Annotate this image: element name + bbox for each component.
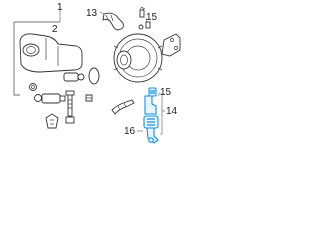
reservoir-cap xyxy=(22,43,40,57)
callout-2: 2 xyxy=(52,24,58,35)
booster-shell xyxy=(113,33,163,83)
vacuum-hose-line xyxy=(111,99,135,115)
small-parts-cluster xyxy=(138,6,151,30)
callout-13: 13 xyxy=(86,8,98,19)
callout-14-bracket xyxy=(160,93,163,135)
callout-16: 16 xyxy=(124,126,136,137)
hex-nut xyxy=(65,116,75,124)
assembly-frame xyxy=(13,22,20,96)
vacuum-hose-13 xyxy=(99,11,124,31)
brake-booster xyxy=(113,33,181,83)
parts-diagram: 1 2 13 15 15 14 16 xyxy=(13,2,181,144)
sensor-connector xyxy=(148,87,157,97)
plug xyxy=(29,83,37,91)
callout-15: 15 xyxy=(146,12,158,23)
top-right-leaders xyxy=(141,7,148,23)
callout-15-lower: 15 xyxy=(160,87,172,98)
lower-bracket xyxy=(45,113,59,129)
sensor-upper-hose xyxy=(144,95,157,115)
reservoir-fitting xyxy=(63,72,79,82)
booster-rear-flange xyxy=(161,33,181,57)
booster-front-boss xyxy=(116,50,132,70)
reservoir xyxy=(19,33,83,73)
bolt xyxy=(67,93,73,117)
callout-14: 14 xyxy=(166,106,178,117)
gasket xyxy=(88,67,100,85)
callout-1: 1 xyxy=(57,2,63,13)
pressure-sensor-assembly xyxy=(137,87,165,144)
master-cylinder-assembly xyxy=(13,10,100,129)
cylinder-body xyxy=(41,93,61,104)
